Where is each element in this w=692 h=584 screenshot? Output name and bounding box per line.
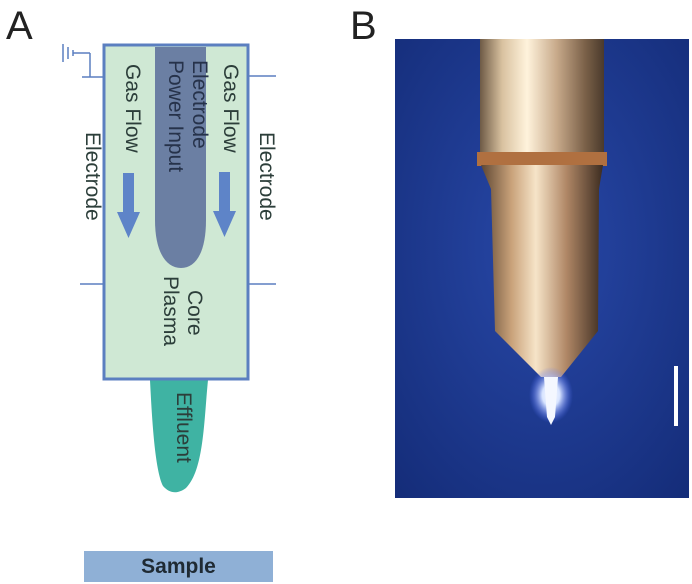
gas-flow-label-left: Gas Flow: [121, 64, 144, 153]
scale-bar: [674, 366, 678, 426]
electrode-lines: [80, 75, 276, 285]
core-plasma-label-line1: Core: [183, 290, 206, 336]
power-input-label-line1: Electrode: [188, 60, 211, 149]
panel-label-a: A: [6, 4, 33, 48]
nozzle-barrel: [480, 39, 604, 157]
panel-label-b: B: [350, 4, 377, 48]
gas-flow-arrow-right: [213, 172, 236, 237]
effluent-plume: [150, 380, 208, 493]
power-input-label-line2: Power Input: [164, 60, 187, 173]
ground-symbol-icon: [62, 44, 104, 78]
nozzle-collar: [477, 152, 607, 166]
plasma-jet-photo: [395, 39, 689, 498]
nozzle-taper: [481, 165, 603, 377]
sample-bar: Sample: [84, 551, 273, 582]
core-plasma-label-line2: Plasma: [159, 276, 182, 347]
power-electrode: [155, 47, 206, 268]
gas-flow-label-right: Gas Flow: [219, 64, 242, 153]
effluent-label: Effluent: [172, 392, 195, 463]
electrode-label-left: Electrode: [81, 132, 104, 221]
electrode-label-right: Electrode: [255, 132, 278, 221]
gas-flow-arrow-left: [117, 173, 140, 238]
plasma-jet-flame: [544, 377, 558, 425]
